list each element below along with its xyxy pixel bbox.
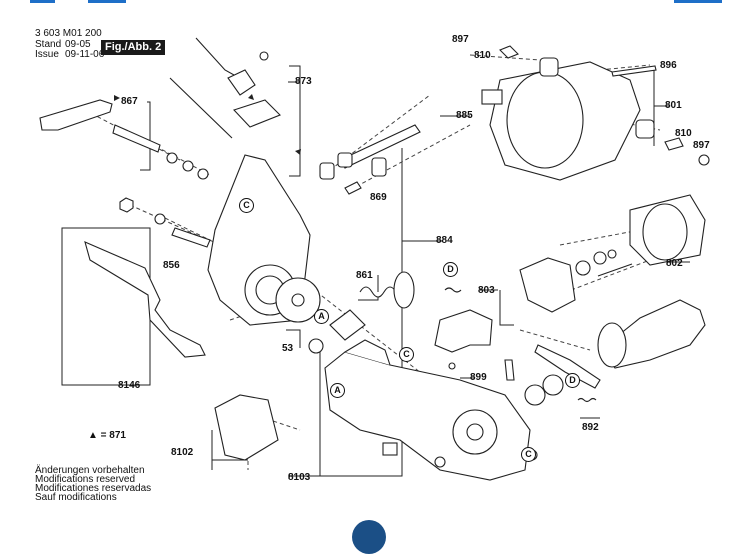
callout-c-2: C: [399, 347, 414, 362]
part-number-861[interactable]: 861: [356, 270, 373, 281]
note-de: Änderungen vorbehalten: [35, 465, 145, 476]
part-number-8146[interactable]: 8146: [118, 380, 141, 391]
part-number-802[interactable]: 802: [666, 258, 683, 269]
part-number-8102[interactable]: 8102: [171, 447, 194, 458]
part-number-897b[interactable]: 897: [693, 140, 710, 151]
top-tab-mid: [88, 0, 126, 3]
part-number-897[interactable]: 897: [452, 34, 469, 45]
part-number-896[interactable]: 896: [660, 60, 677, 71]
figure-label: Fig./Abb. 2: [101, 40, 166, 55]
part-number-53[interactable]: 53: [282, 343, 294, 354]
part-number-899[interactable]: 899: [470, 372, 487, 383]
part-number-884[interactable]: 884: [436, 235, 453, 246]
issue-value: 09-11-06: [65, 49, 105, 60]
part-number-885[interactable]: 885: [456, 110, 473, 121]
stand-value: 09-05: [65, 39, 91, 50]
callout-a-2: A: [330, 383, 345, 398]
callout-c-3: C: [521, 447, 536, 462]
callout-a-1: A: [314, 309, 329, 324]
issue-label: Issue: [35, 49, 59, 60]
callout-d-2: D: [565, 373, 580, 388]
note-en: Modifications reserved: [35, 474, 136, 485]
part-number-856[interactable]: 856: [163, 260, 180, 271]
doc-number: 3 603 M01 200: [35, 28, 102, 39]
part-number-8103[interactable]: 8103: [288, 472, 311, 483]
legend-triangle-871: ▲ = 871: [88, 430, 126, 441]
part-number-867[interactable]: 867: [121, 96, 138, 107]
part-number-810b[interactable]: 810: [675, 128, 692, 139]
part-number-803[interactable]: 803: [478, 285, 495, 296]
callout-c-1: C: [239, 198, 254, 213]
top-tab-left: [30, 0, 55, 3]
exploded-view-drawing: [39, 37, 710, 481]
note-es: Modificationes reservadas: [35, 483, 152, 494]
part-number-873[interactable]: 873: [295, 76, 312, 87]
note-fr: Sauf modifications: [35, 492, 117, 503]
part-number-810[interactable]: 810: [474, 50, 491, 61]
stand-label: Stand: [35, 39, 62, 50]
part-number-869[interactable]: 869: [370, 192, 387, 203]
part-number-892[interactable]: 892: [582, 422, 599, 433]
callout-d-1: D: [443, 262, 458, 277]
part-number-801[interactable]: 801: [665, 100, 682, 111]
top-tab-right: [674, 0, 722, 3]
page-indicator-dot[interactable]: [352, 520, 386, 554]
